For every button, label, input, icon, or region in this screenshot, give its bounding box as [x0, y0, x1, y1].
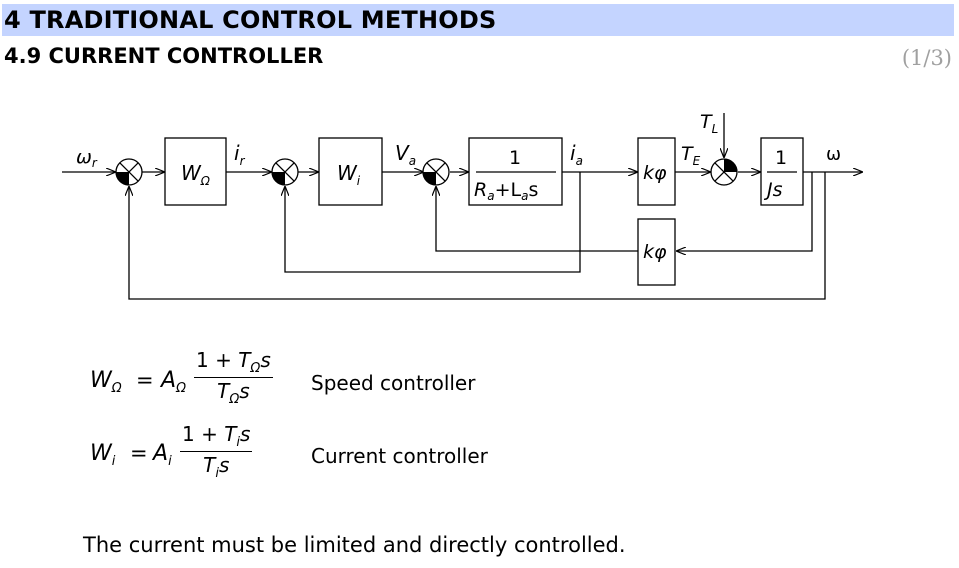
label-omega-ref: ωr [76, 146, 98, 170]
label-t-l: TL [700, 111, 718, 136]
label-plant-numerator: 1 [509, 147, 521, 169]
block-diagram: ωr WΩ ir Wi Va 1 Ra+Las ia kφ TE TL 1 Js… [62, 111, 959, 300]
label-v-a: Va [395, 141, 416, 168]
label-omega: ω [826, 144, 841, 165]
current-controller-description: Current controller [311, 444, 488, 468]
current-controller-block [318, 137, 383, 206]
label-w-omega: WΩ [181, 161, 211, 188]
summing-junction-current [271, 158, 299, 186]
current-feedback-loop [285, 172, 581, 273]
summing-junction-voltage [422, 158, 450, 186]
label-mech-denominator: Js [763, 179, 783, 201]
armature-block [468, 137, 563, 206]
label-i-ref: ir [234, 141, 246, 168]
label-mech-numerator: 1 [775, 147, 787, 169]
speed-controller-block [164, 137, 227, 206]
torque-constant-block [637, 137, 676, 206]
section-title: 4 TRADITIONAL CONTROL METHODS [4, 6, 497, 34]
subsection-title: 4.9 CURRENT CONTROLLER [4, 44, 324, 68]
speed-controller-description: Speed controller [311, 371, 476, 395]
label-k-phi: kφ [643, 162, 667, 184]
speed-feedback-loop [129, 172, 826, 300]
emf-constant-block [637, 218, 676, 286]
mechanical-block [760, 137, 804, 206]
summing-junction-speed [115, 158, 143, 186]
emf-feedback-to-kphi [677, 172, 813, 251]
emf-feedback-to-sum3 [436, 187, 638, 252]
label-k-phi-feedback: kφ [643, 241, 667, 263]
label-plant-denominator: Ra+Las [474, 179, 538, 203]
label-w-i: Wi [337, 161, 361, 188]
label-i-a: ia [570, 141, 583, 168]
title-bar [2, 4, 954, 36]
summing-junction-torque [710, 158, 738, 186]
footnote-text: The current must be limited and directly… [83, 533, 626, 557]
page-indicator: (1/3) [901, 46, 952, 70]
label-t-e: TE [681, 143, 701, 168]
